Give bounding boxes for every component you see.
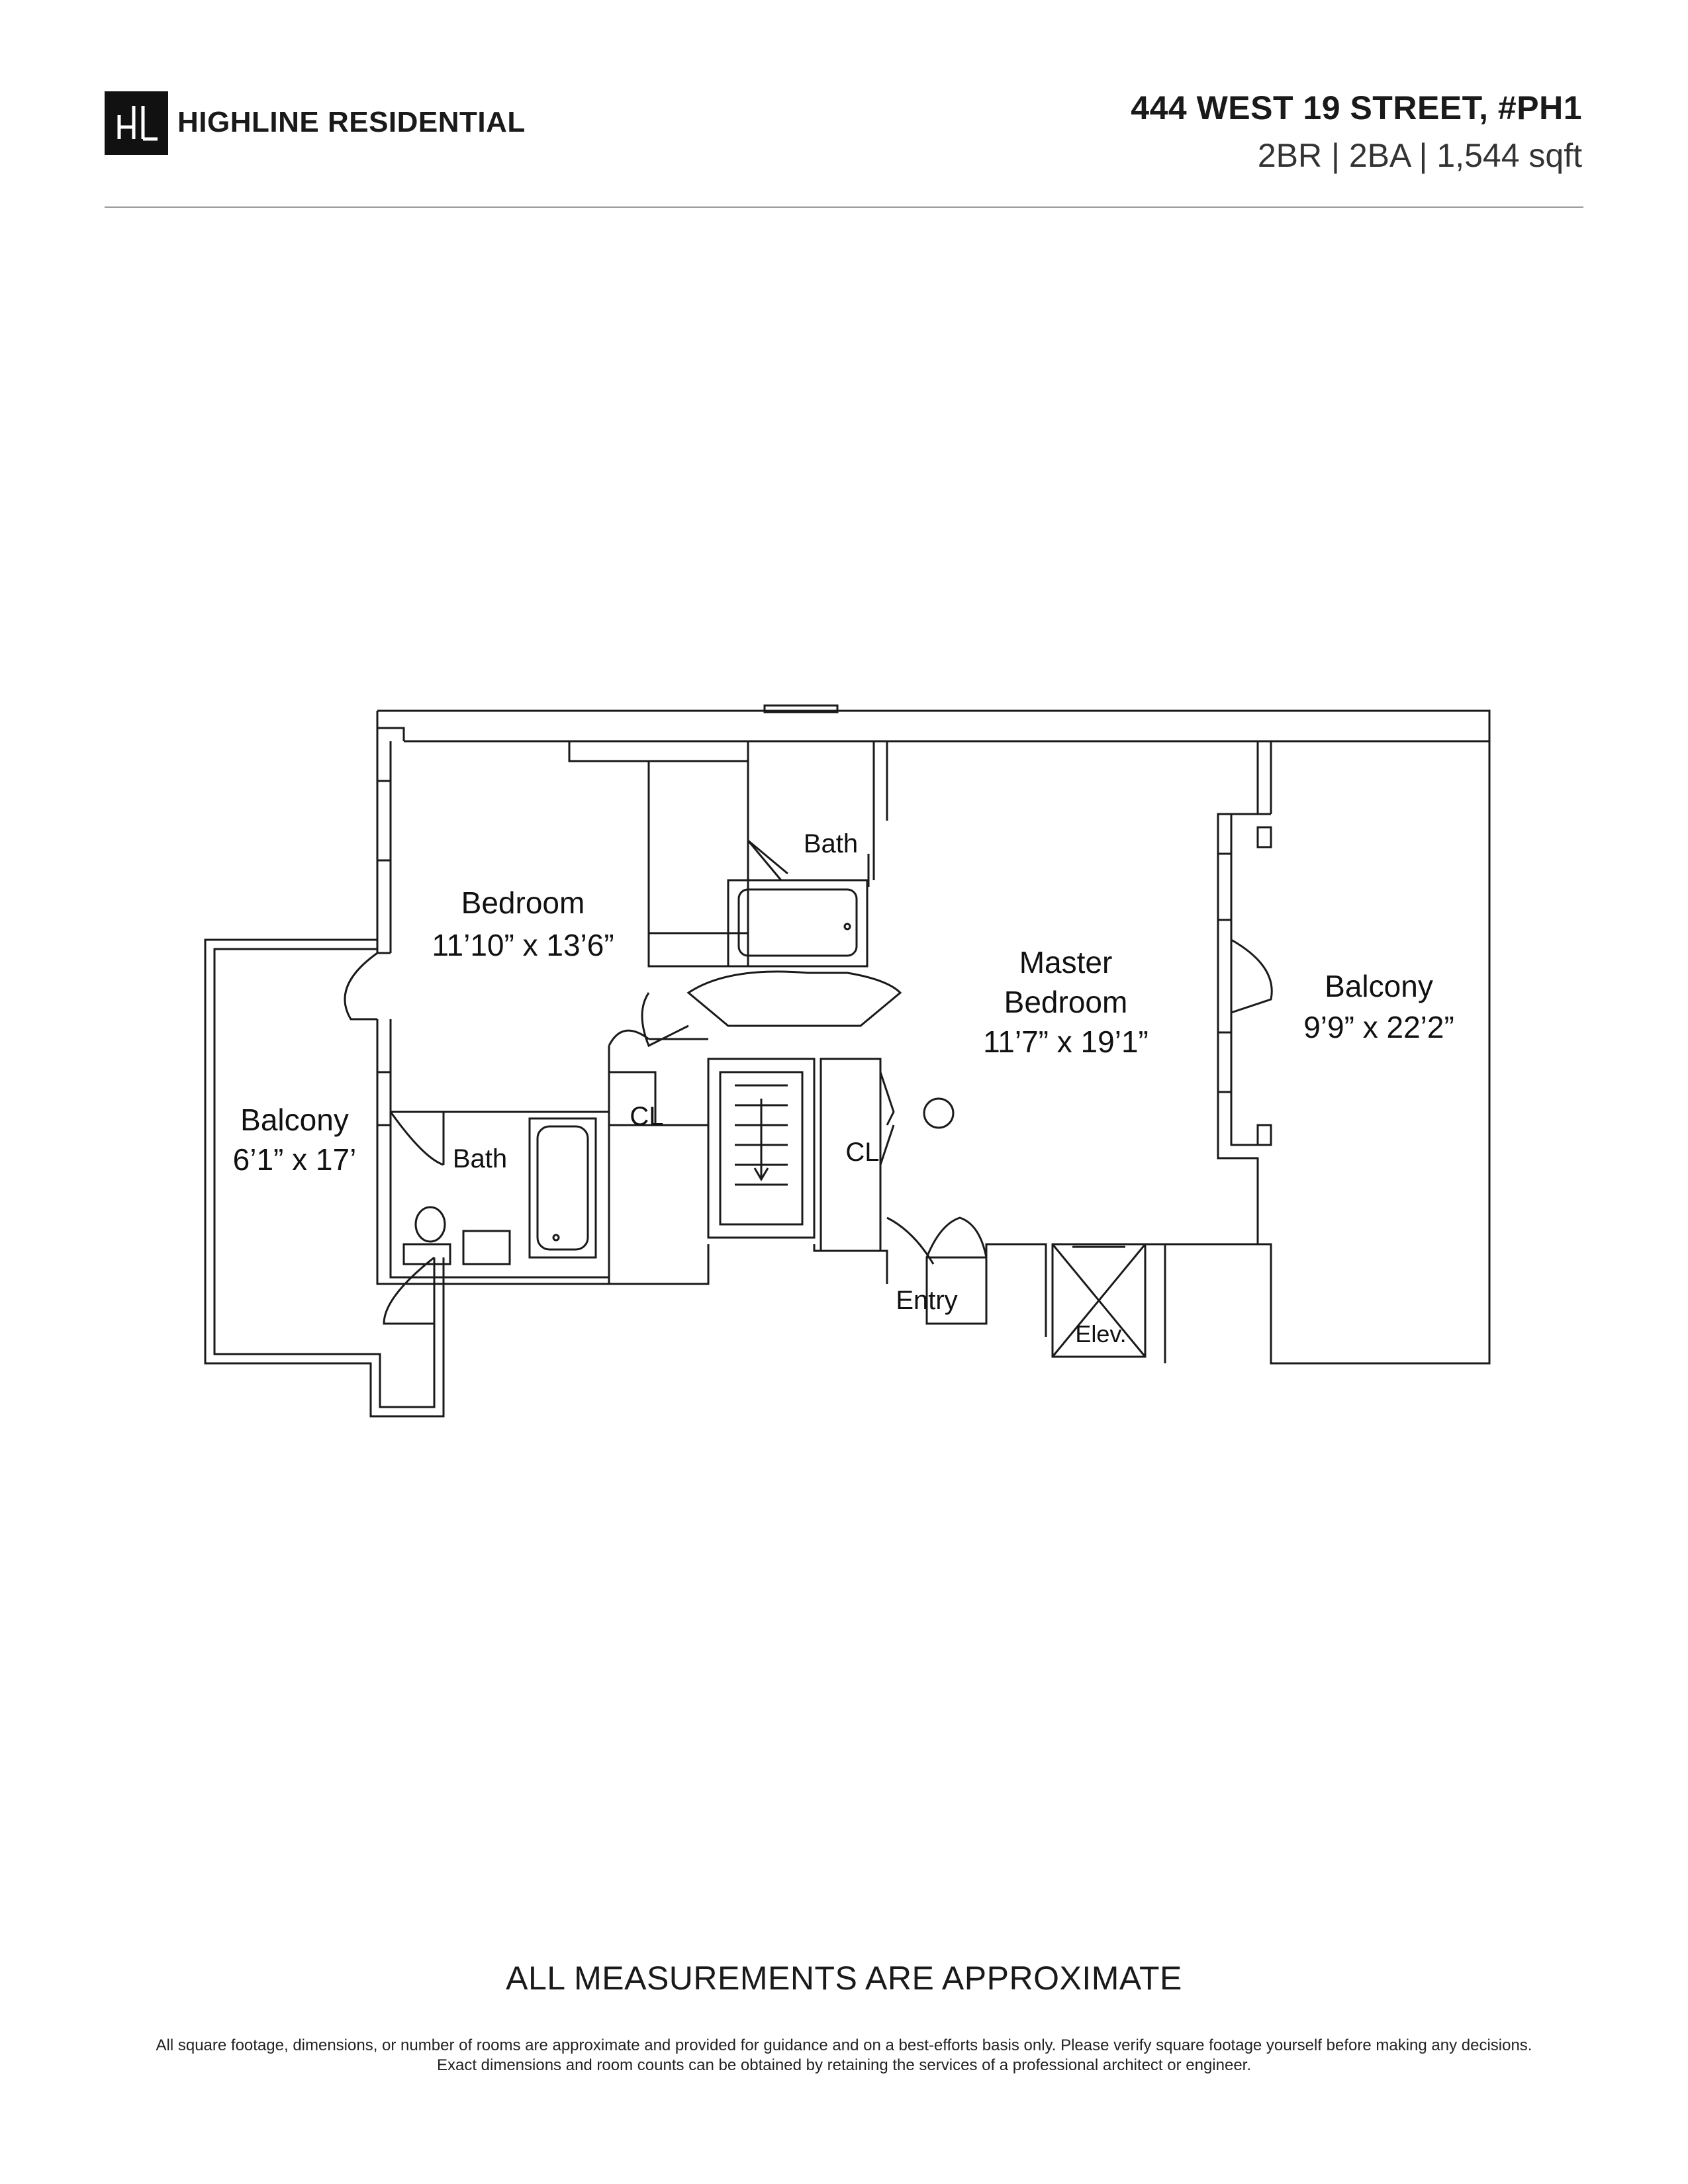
header-divider: [105, 206, 1583, 208]
property-address: 444 WEST 19 STREET, #PH1: [1131, 89, 1582, 126]
closet-right-label: CL: [845, 1138, 879, 1167]
balcony-left-label: Balcony: [240, 1103, 349, 1137]
floor-plan-drawing: Bedroom 11’10” x 13’6” Bath Master Bedro…: [204, 704, 1491, 1418]
property-specs: 2BR | 2BA | 1,544 sqft: [1257, 137, 1582, 174]
entry-door: [925, 1216, 988, 1258]
entry-label: Entry: [896, 1286, 957, 1315]
master-bedroom-label-line2: Bedroom: [1004, 985, 1128, 1019]
master-bedroom-size: 11’7” x 19’1”: [983, 1024, 1149, 1059]
bedroom-label: Bedroom: [461, 886, 585, 920]
balcony-left-size: 6’1” x 17’: [233, 1142, 357, 1177]
brand-logo: [105, 91, 168, 155]
bedroom-balcony-door: [344, 952, 378, 1021]
master-bedroom-label-line1: Master: [1019, 945, 1113, 979]
floor-plan: Bedroom 11’10” x 13’6” Bath Master Bedro…: [185, 702, 1509, 1469]
balcony-right-label: Balcony: [1325, 969, 1433, 1003]
elevator-shaft: [1051, 1243, 1147, 1358]
measurements-notice: ALL MEASUREMENTS ARE APPROXIMATE: [506, 1960, 1182, 1997]
elevator-label: Elev.: [1075, 1320, 1126, 1347]
legal-disclaimer: All square footage, dimensions, or numbe…: [156, 2036, 1532, 2074]
bath-lower-label: Bath: [453, 1144, 507, 1173]
bath-top-label: Bath: [804, 829, 858, 858]
bedroom-size: 11’10” x 13’6”: [432, 928, 614, 962]
closet-left-label: CL: [630, 1102, 663, 1131]
left-balcony-outline: [204, 938, 445, 1418]
hl-logo-mark: [117, 106, 158, 141]
brand-name: HIGHLINE RESIDENTIAL: [177, 106, 526, 138]
master-balcony-door: [1231, 938, 1273, 1014]
staircase: [707, 1058, 816, 1239]
outer-wall-top: [377, 709, 1491, 728]
balcony-right-size: 9’9” x 22’2”: [1303, 1010, 1454, 1044]
